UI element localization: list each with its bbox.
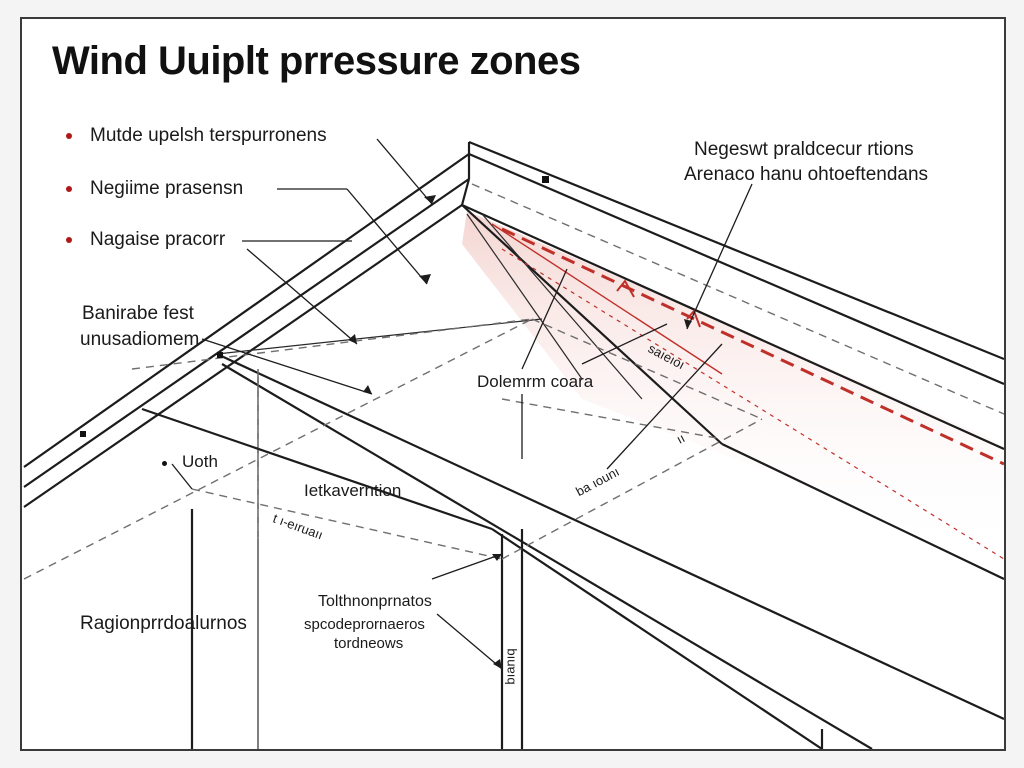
bullet-3-dot [66,237,72,243]
label-bullet-1: Mutde upelsh terspurronens [90,125,327,146]
bullet-2-dot [66,186,72,192]
label-bottom-center-2: spcodeprornaeros [304,616,425,633]
diagram-frame: Wind Uuiplt prressure zones Mutde upelsh… [20,17,1006,751]
label-bullet-2: Negiime prasensn [90,178,244,199]
roof-lines [23,140,1004,749]
arrowheads [348,195,692,669]
label-region: Ragionprrdoalurnos [80,613,247,634]
fascia-marks [80,176,549,437]
label-bottom-center-3: tordneows [334,635,404,652]
dashed-lines [23,183,1004,580]
label-vertical: bıanıq [502,648,518,685]
inner-lines [216,213,643,749]
label-bottom-center-1: Tolthnonprnatos [318,593,432,610]
page-title: Wind Uuiplt prressure zones [52,39,581,83]
label-bullet-3: Nagaise pracorr [90,229,226,250]
label-top-right-2: Arenaco hanu ohtoeftendans [684,164,929,185]
label-top-right-1: Negeswt praldcecur rtions [694,139,914,160]
bullet-1-dot [66,133,72,139]
label-mid-left-2: unusadiomem [80,329,200,350]
small-bullet-dot [162,461,167,466]
pressure-lines-red [491,223,1004,560]
label-fetka: Ietkaverntion [304,481,402,500]
leader-lines [171,138,753,670]
roof-diagram [23,138,1004,749]
label-center: Dolemrm coara [477,372,594,391]
label-mid-left-1: Banirabe fest [82,303,194,324]
label-small-bullet: Uoth [182,452,218,471]
pressure-zone-band [462,211,1004,564]
